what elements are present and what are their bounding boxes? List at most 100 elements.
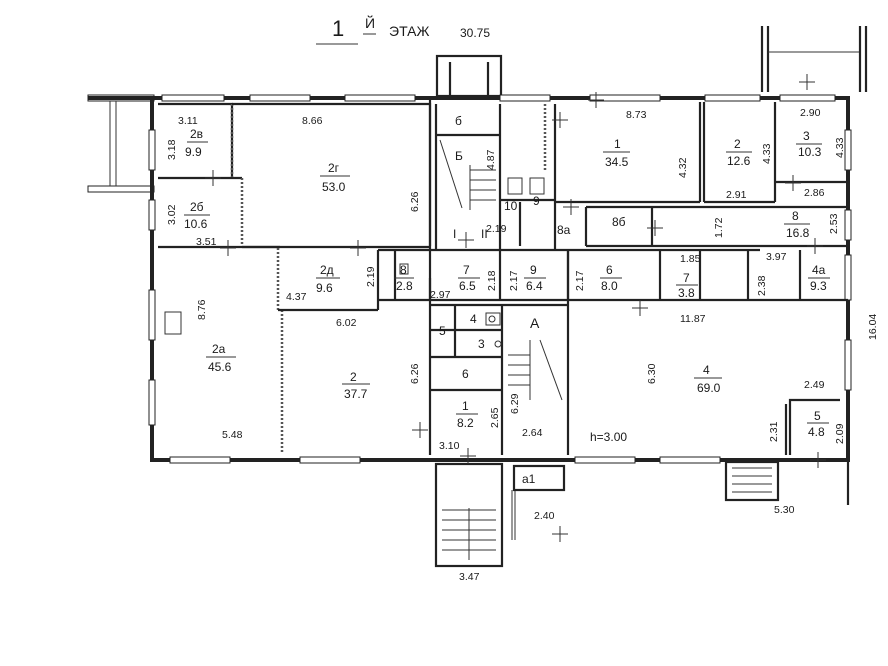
svg-text:12.6: 12.6	[727, 154, 751, 168]
svg-text:16.8: 16.8	[786, 226, 810, 240]
svg-text:11.87: 11.87	[680, 313, 706, 325]
left-windows	[148, 129, 156, 426]
svg-text:2.09: 2.09	[834, 423, 846, 444]
label-roman-1: I	[453, 227, 456, 241]
svg-text:8.2: 8.2	[457, 416, 474, 430]
svg-text:3.18: 3.18	[166, 139, 178, 160]
svg-text:4.32: 4.32	[677, 157, 689, 178]
svg-text:1: 1	[462, 399, 469, 413]
svg-text:6.26: 6.26	[409, 363, 421, 384]
room-8-left: 8 2.8	[394, 263, 414, 293]
total-length-dim: 30.75	[460, 26, 490, 40]
label-9: 9	[533, 194, 540, 208]
svg-text:2.31: 2.31	[768, 421, 780, 442]
svg-text:8.73: 8.73	[626, 109, 647, 121]
svg-text:6.02: 6.02	[336, 317, 357, 329]
svg-text:2.19: 2.19	[365, 266, 377, 287]
svg-text:4.87: 4.87	[485, 149, 497, 170]
svg-text:4.33: 4.33	[834, 137, 846, 158]
svg-text:5: 5	[814, 409, 821, 423]
svg-text:4.37: 4.37	[286, 291, 307, 303]
label-3: 3	[478, 337, 485, 351]
svg-text:5.48: 5.48	[222, 429, 243, 441]
svg-text:2.90: 2.90	[800, 107, 821, 119]
room-7-left: 7 6.5	[458, 263, 480, 293]
right-balcony	[760, 26, 868, 92]
label-4: 4	[470, 312, 477, 326]
svg-text:2а: 2а	[212, 342, 226, 356]
floor-title: 1 Й ЭТАЖ 30.75	[316, 14, 490, 45]
stairs-top	[439, 139, 496, 210]
room-labels: 2в 9.9 2г 53.0 2б 10.6 2а 45.6 2д 9.6 2 …	[184, 114, 830, 486]
room-4: 4 69.0	[694, 363, 722, 395]
room-2d: 2д 9.6	[316, 263, 340, 295]
svg-text:10.6: 10.6	[184, 217, 208, 231]
ceiling-height: h=3.00	[590, 430, 627, 444]
room-4a: 4а 9.3	[808, 263, 830, 293]
svg-text:5.30: 5.30	[774, 504, 795, 516]
svg-text:2б: 2б	[190, 200, 204, 214]
left-balcony	[87, 94, 155, 193]
room-2: 2 37.7	[342, 370, 370, 401]
room-7-right: 7 3.8	[676, 271, 698, 300]
room-2-top: 2 12.6	[726, 137, 752, 168]
room-2v: 2в 9.9	[185, 127, 208, 159]
top-shaft	[435, 54, 503, 98]
svg-text:2.64: 2.64	[522, 427, 543, 439]
right-windows	[844, 129, 852, 391]
svg-text:9.9: 9.9	[185, 145, 202, 159]
room-1-top: 1 34.5	[603, 137, 630, 169]
room-2b: 2б 10.6	[184, 200, 210, 231]
label-b-small: б	[455, 114, 462, 128]
svg-text:8.0: 8.0	[601, 279, 618, 293]
svg-text:6.4: 6.4	[526, 279, 543, 293]
svg-text:10.3: 10.3	[798, 145, 822, 159]
svg-text:2.17: 2.17	[508, 270, 520, 291]
room-6-mid: 6 8.0	[600, 263, 622, 293]
svg-text:8: 8	[400, 263, 407, 277]
label-A: А	[530, 315, 540, 331]
svg-text:2.8: 2.8	[396, 279, 413, 293]
svg-text:2: 2	[734, 137, 741, 151]
svg-text:3.8: 3.8	[678, 286, 695, 300]
room-9-mid: 9 6.4	[524, 263, 546, 293]
svg-text:2.97: 2.97	[430, 289, 451, 301]
label-8a: 8а	[557, 223, 571, 237]
fixtures	[164, 177, 545, 348]
svg-text:2.19: 2.19	[486, 223, 507, 235]
svg-text:69.0: 69.0	[697, 381, 721, 395]
svg-text:8.66: 8.66	[302, 115, 323, 127]
floor-number: 1	[332, 16, 344, 41]
svg-text:8.76: 8.76	[196, 299, 208, 320]
svg-text:7: 7	[463, 263, 470, 277]
svg-text:6.26: 6.26	[409, 191, 421, 212]
svg-text:4.8: 4.8	[808, 425, 825, 439]
svg-text:2.17: 2.17	[574, 270, 586, 291]
svg-text:2.91: 2.91	[726, 189, 747, 201]
svg-text:9: 9	[530, 263, 537, 277]
svg-text:2.49: 2.49	[804, 379, 825, 391]
label-6: 6	[462, 367, 469, 381]
svg-text:2г: 2г	[328, 161, 340, 175]
svg-text:3.47: 3.47	[459, 571, 480, 583]
room-8-right: 8 16.8	[784, 209, 810, 240]
svg-text:3: 3	[803, 129, 810, 143]
room-2a: 2а 45.6	[206, 342, 236, 374]
label-a1: а1	[522, 472, 536, 486]
svg-text:53.0: 53.0	[322, 180, 346, 194]
label-8b: 8б	[612, 215, 626, 229]
svg-text:6.30: 6.30	[646, 363, 658, 384]
floor-suffix: Й	[365, 14, 375, 31]
svg-text:3.97: 3.97	[766, 251, 787, 263]
svg-text:8: 8	[792, 209, 799, 223]
label-b-big: Б	[455, 149, 463, 163]
svg-text:2д: 2д	[320, 263, 334, 277]
svg-text:3.11: 3.11	[178, 115, 198, 127]
svg-text:4: 4	[703, 363, 710, 377]
top-windows	[161, 94, 836, 102]
svg-text:9.3: 9.3	[810, 279, 827, 293]
svg-text:2.18: 2.18	[486, 270, 498, 291]
interior-walls	[158, 98, 848, 455]
floor-word: ЭТАЖ	[389, 23, 429, 39]
